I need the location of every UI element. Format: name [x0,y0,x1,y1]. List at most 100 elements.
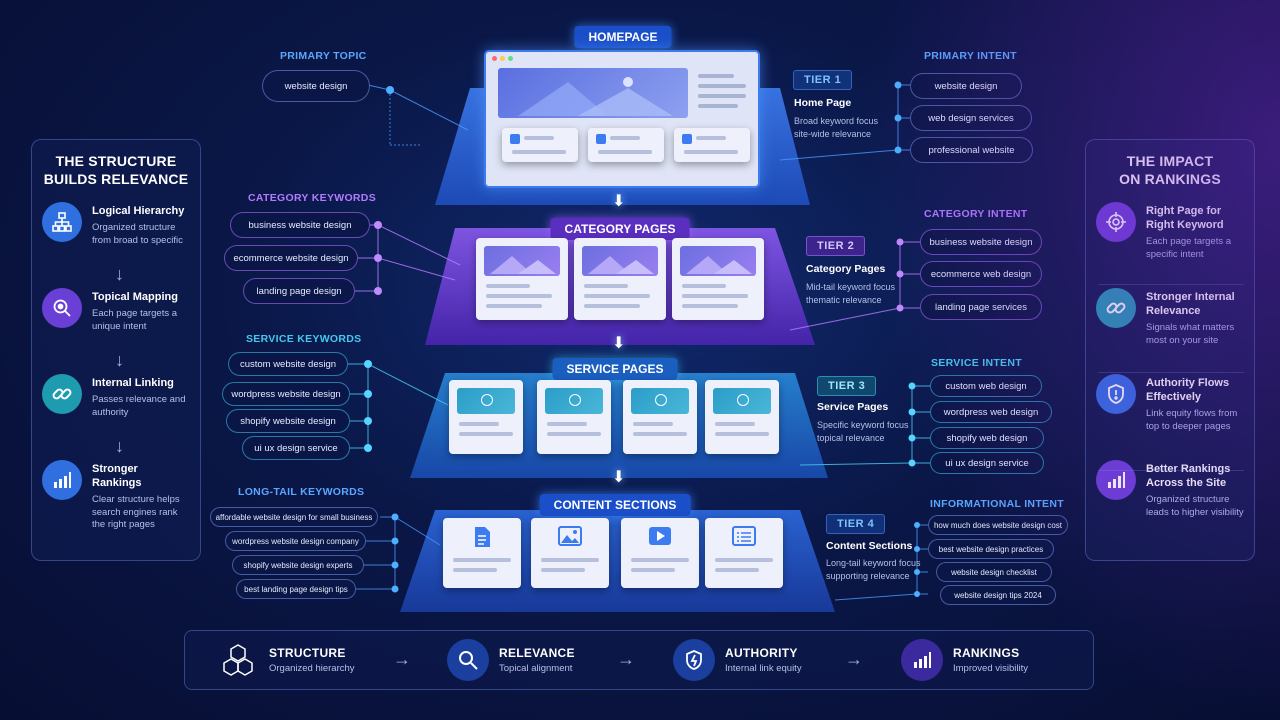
arrow-right-icon: → [617,649,635,669]
down-arrow-icon: ↓ [115,436,124,456]
left-panel: THE STRUCTURE BUILDS RELEVANCE Logical H… [31,139,201,561]
down-arrow-icon: ↓ [115,264,124,284]
primary-intent-label: PRIMARY INTENT [924,50,1017,62]
list-icon [732,526,756,546]
document-icon [475,527,490,547]
divider [1098,284,1244,285]
intent-pill: ecommerce web design [920,261,1042,287]
down-arrow-icon: ↓ [115,350,124,370]
keyword-pill: wordpress website design company [225,531,366,551]
divider [1098,372,1244,373]
browser-window [484,50,760,188]
intent-pill: ui ux design service [930,452,1044,474]
feature-card [674,128,750,162]
intent-pill: shopify web design [930,427,1044,449]
down-arrow-icon: ⬇ [612,469,626,486]
content-card [531,518,609,588]
arrow-right-icon: → [393,649,411,669]
tier-name: Home Page [794,97,852,109]
keyword-pill: ecommerce website design [224,245,358,271]
link-icon [42,374,82,414]
keyword-pill: custom website design [228,352,348,376]
tier-badge: TIER 2 [806,236,866,256]
search-target-icon [42,288,82,328]
keyword-pill: business website design [230,212,370,238]
service-keywords-label: SERVICE KEYWORDS [246,333,362,345]
long-tail-keywords-label: LONG-TAIL KEYWORDS [238,486,365,498]
arrow-right-icon: → [845,649,863,669]
right-panel: THE IMPACT ON RANKINGS Right Page for Ri… [1085,139,1255,561]
intent-pill: wordpress web design [930,401,1052,423]
intent-pill: how much does website design cost [928,515,1068,535]
hierarchy-icon [42,202,82,242]
keyword-pill: shopify website design [226,409,350,433]
tier-name: Category Pages [806,263,886,275]
image-icon [558,526,582,546]
bar-chart-icon [42,460,82,500]
service-intent-label: SERVICE INTENT [931,357,1022,369]
hero-banner [498,68,688,118]
window-dot [500,56,505,61]
service-card [623,380,697,454]
content-card [443,518,521,588]
down-arrow-icon: ⬇ [612,335,626,352]
content-sections-header: CONTENT SECTIONS [539,494,691,516]
keyword-pill: shopify website design experts [232,555,364,575]
category-pages-platform: CATEGORY PAGES [462,218,778,328]
bar-chart-icon [901,639,943,681]
magnifier-icon [447,639,489,681]
keyword-pill: affordable website design for small busi… [210,507,378,527]
intent-pill: custom web design [930,375,1042,397]
video-icon [649,527,671,545]
window-dot [492,56,497,61]
intent-pill: landing page services [920,294,1042,320]
keyword-pill: ui ux design service [242,436,350,460]
divider [1098,470,1244,471]
primary-topic-label: PRIMARY TOPIC [280,50,367,62]
homepage-header: HOMEPAGE [574,26,672,48]
target-icon [1096,202,1136,242]
intent-pill: professional website [910,137,1033,163]
right-panel-title: THE IMPACT ON RANKINGS [1119,153,1221,187]
feature-icon [596,134,606,144]
tier-name: Service Pages [817,401,889,413]
intent-pill: web design services [910,105,1032,131]
category-card [574,238,666,320]
link-icon [1096,288,1136,328]
homepage-platform: HOMEPAGE [478,26,768,192]
service-pages-header: SERVICE PAGES [552,358,678,380]
cubes-icon [217,639,259,681]
service-icon [737,394,749,406]
intent-pill: website design [910,73,1022,99]
content-sections-platform: CONTENT SECTIONS [435,494,795,594]
down-arrow-icon: ⬇ [612,193,626,210]
informational-intent-label: INFORMATIONAL INTENT [930,498,1064,510]
tier-badge: TIER 3 [817,376,877,396]
service-pages-platform: SERVICE PAGES [445,358,785,458]
keyword-pill: wordpress website design [222,382,350,406]
keyword-pill: website design [262,70,370,102]
shield-icon [1096,374,1136,414]
feature-card [502,128,578,162]
content-card [621,518,699,588]
service-icon [481,394,493,406]
category-keywords-label: CATEGORY KEYWORDS [248,192,376,204]
category-intent-label: CATEGORY INTENT [924,208,1028,220]
intent-pill: website design checklist [936,562,1052,582]
service-card [705,380,779,454]
service-icon [655,394,667,406]
bar-chart-icon [1096,460,1136,500]
service-card [449,380,523,454]
